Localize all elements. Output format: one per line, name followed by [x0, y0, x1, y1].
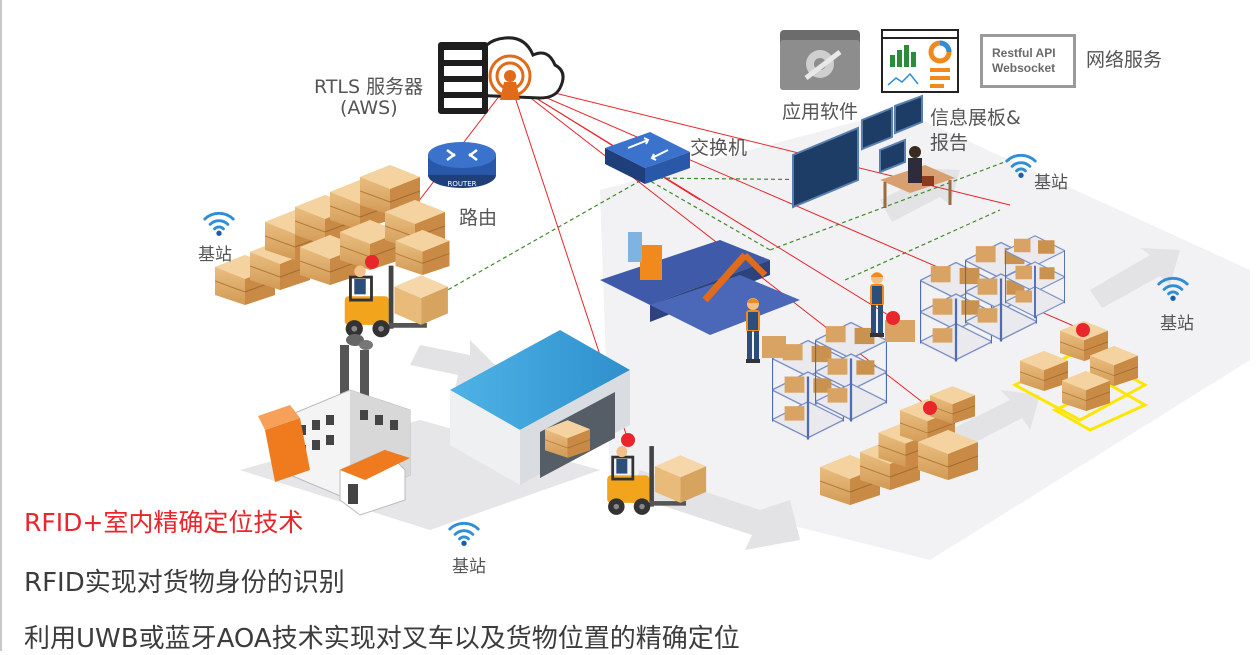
caption-rfid: RFID实现对货物身份的识别 [24, 568, 345, 598]
router-label: 路由 [459, 207, 498, 229]
base-station-label-left: 基站 [198, 245, 232, 265]
router-badge-text: ROUTER [447, 180, 476, 188]
base-station-label-top-right: 基站 [1034, 173, 1068, 193]
base-station-label-right: 基站 [1160, 314, 1194, 334]
rtls-server-label-1: RTLS 服务器 [314, 76, 424, 98]
network-service-label: 网络服务 [1086, 49, 1163, 71]
forklift-icon [343, 264, 450, 339]
warehouse-icon [450, 330, 630, 485]
monitor-icon [792, 94, 923, 209]
rtls-antenna-icon [488, 54, 532, 100]
server-icon [438, 42, 488, 114]
left-edge-line [0, 0, 2, 651]
location-tag-icon [621, 433, 635, 447]
rtls-server-label-2: (AWS) [340, 97, 398, 119]
network-lines [429, 159, 1011, 301]
location-tag-icon [923, 401, 937, 415]
warehouse-floor [600, 110, 1250, 560]
dashboard-label-2: 报告 [930, 132, 969, 154]
app-software-label: 应用软件 [782, 101, 859, 123]
shelf-icon [815, 322, 887, 422]
conveyor-machine [600, 232, 800, 335]
operator-desk [880, 146, 955, 208]
dashboard-chart-icon [881, 29, 959, 93]
location-tag-icon [365, 255, 379, 269]
wifi-icon [448, 521, 480, 547]
dashboard-label-1: 信息展板& [930, 107, 1021, 129]
router-icon: ROUTER [428, 142, 496, 188]
wifi-icon [203, 211, 235, 237]
shelf-icon [1005, 234, 1065, 320]
pallet-zone-yellow [1011, 320, 1149, 432]
api-line2: Websocket [992, 61, 1056, 75]
caption-uwb-aoa: 利用UWB或蓝牙AOA技术实现对叉车以及货物位置的精确定位 [24, 624, 740, 654]
base-station-label-bottom: 基站 [452, 557, 486, 577]
api-service-box: Restful API Websocket [980, 34, 1076, 88]
location-tag-icon [1076, 323, 1090, 337]
gear-folder-icon [780, 30, 860, 90]
switch-label: 交换机 [690, 137, 748, 159]
api-line1: Restful API [992, 46, 1056, 60]
caption-title: RFID+室内精确定位技术 [24, 508, 304, 537]
switch-icon [605, 132, 690, 184]
location-tag-icon [886, 311, 900, 325]
